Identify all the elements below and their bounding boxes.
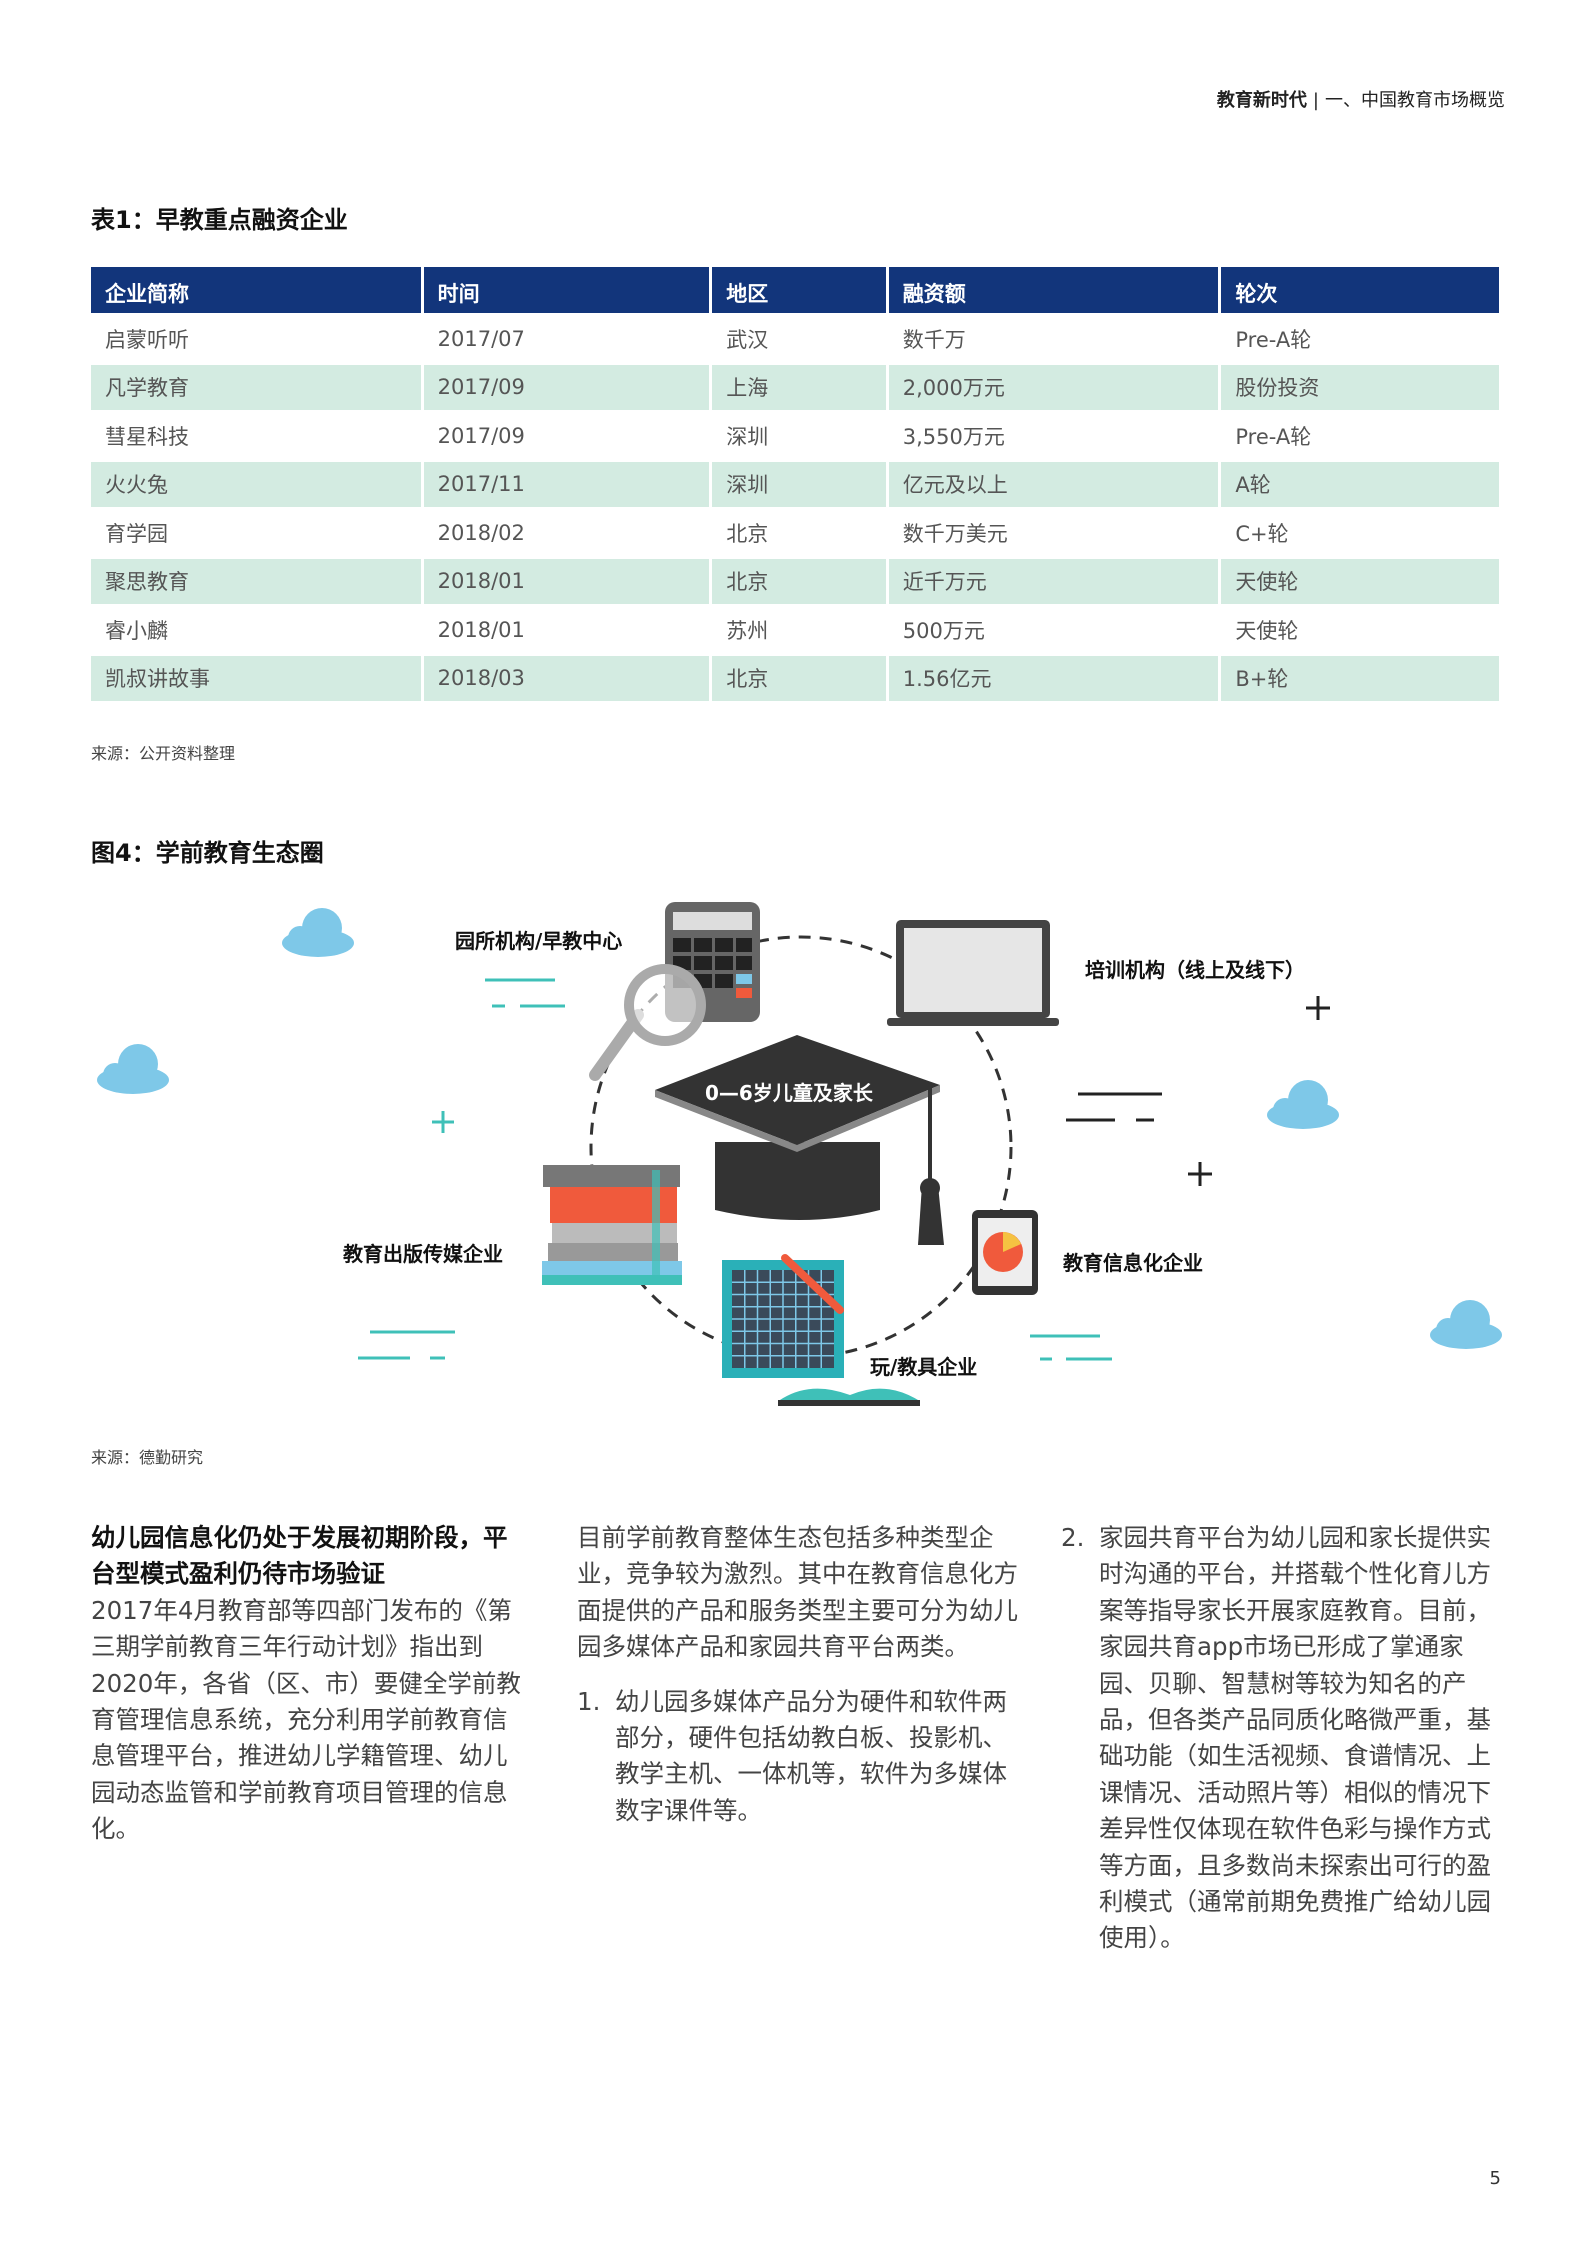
plus-icon: [1306, 996, 1330, 1020]
table-cell: C+轮: [1221, 507, 1499, 556]
magnifier-icon: [589, 964, 706, 1081]
table-cell: 数千万: [888, 313, 1219, 362]
label-informatization: 教育信息化企业: [1063, 1251, 1203, 1275]
table-cell: 股份投资: [1221, 361, 1499, 410]
table-cell: 深圳: [712, 458, 886, 507]
table-cell: 2017/07: [423, 313, 710, 362]
table-cell: 深圳: [712, 410, 886, 459]
table-cell: 2,000万元: [888, 361, 1219, 410]
column-2: 目前学前教育整体生态包括多种类型企业，竞争较为激烈。其中在教育信息化方面提供的产…: [577, 1520, 1022, 1829]
table-cell: 凡学教育: [91, 361, 421, 410]
column-header: 轮次: [1221, 267, 1499, 313]
label-training: 培训机构（线上及线下）: [1085, 958, 1305, 982]
table-title: 表1：早教重点融资企业: [91, 206, 348, 234]
list-number: 1.: [577, 1686, 601, 1716]
table-cell: 数千万美元: [888, 507, 1219, 556]
figure-title: 图4：学前教育生态圈: [91, 839, 324, 867]
table-cell: 2017/09: [423, 361, 710, 410]
graduation-cap-icon: [655, 1035, 944, 1245]
table-cell: Pre-A轮: [1221, 313, 1499, 362]
table-cell: 火火兔: [91, 458, 421, 507]
cloud-icon: [1267, 1080, 1339, 1129]
plus-icon: [432, 1111, 454, 1133]
list-item: 1. 幼儿园多媒体产品分为硬件和软件两部分，硬件包括幼教白板、投影机、教学主机、一…: [577, 1684, 1022, 1830]
table-cell: 育学园: [91, 507, 421, 556]
ecosystem-ring: [589, 935, 1013, 1359]
ecosystem-illustration: [97, 902, 1502, 1406]
table-cell: 2017/09: [423, 410, 710, 459]
label-center: 0—6岁儿童及家长: [705, 1081, 873, 1105]
list-item: 2. 家园共育平台为幼儿园和家长提供实时沟通的平台，并搭载个性化育儿方案等指导家长…: [1061, 1520, 1511, 1957]
column-1: 幼儿园信息化仍处于发展初期阶段，平台型模式盈利仍待市场验证 2017年4月教育部…: [91, 1520, 531, 1848]
table-cell: 1.56亿元: [888, 652, 1219, 701]
table-cell: 北京: [712, 555, 886, 604]
decorative-lines: [1066, 1092, 1162, 1122]
header-chapter: 一、中国教育市场概览: [1325, 90, 1505, 111]
column-header: 融资额: [888, 267, 1219, 313]
table-cell: B+轮: [1221, 652, 1499, 701]
table-cell: 近千万元: [888, 555, 1219, 604]
label-publishing: 教育出版传媒企业: [343, 1242, 503, 1266]
table-cell: 2018/02: [423, 507, 710, 556]
table-cell: 天使轮: [1221, 604, 1499, 653]
decorative-lines: [358, 978, 1112, 1361]
laptop-icon: [887, 920, 1059, 1026]
list-text: 家园共育平台为幼儿园和家长提供实时沟通的平台，并搭载个性化育儿方案等指导家长开展…: [1099, 1523, 1491, 1953]
column-header: 企业简称: [91, 267, 421, 313]
label-kindergarten: 园所机构/早教中心: [455, 929, 623, 953]
table-cell: 2017/11: [423, 458, 710, 507]
header-separator: |: [1312, 90, 1319, 111]
table-cell: 凯叔讲故事: [91, 652, 421, 701]
table-cell: 睿小麟: [91, 604, 421, 653]
running-header: 教育新时代| 一、中国教育市场概览: [1217, 86, 1505, 112]
table-cell: 聚思教育: [91, 555, 421, 604]
table-cell: 500万元: [888, 604, 1219, 653]
table-cell: 3,550万元: [888, 410, 1219, 459]
label-toys: 玩/教具企业: [870, 1355, 978, 1379]
column-3: 2. 家园共育平台为幼儿园和家长提供实时沟通的平台，并搭载个性化育儿方案等指导家长…: [1061, 1520, 1511, 1957]
header-section: 教育新时代: [1216, 90, 1307, 111]
cloud-icon: [1430, 1300, 1502, 1349]
section-heading: 幼儿园信息化仍处于发展初期阶段，平台型模式盈利仍待市场验证: [91, 1523, 508, 1589]
page-number: 5: [1489, 2168, 1501, 2189]
table-cell: Pre-A轮: [1221, 410, 1499, 459]
table-cell: 武汉: [712, 313, 886, 362]
table-cell: 北京: [712, 507, 886, 556]
list-text: 幼儿园多媒体产品分为硬件和软件两部分，硬件包括幼教白板、投影机、教学主机、一体机…: [615, 1686, 1007, 1825]
column-header: 时间: [423, 267, 710, 313]
open-book-icon: [778, 1388, 920, 1406]
toy-grid-board-icon: [722, 1254, 844, 1378]
cloud-icon: [282, 908, 354, 957]
table-cell: 彗星科技: [91, 410, 421, 459]
table-cell: 上海: [712, 361, 886, 410]
table-cell: 2018/03: [423, 652, 710, 701]
table-cell: 2018/01: [423, 555, 710, 604]
figure-source: 来源：德勤研究: [91, 1448, 204, 1467]
cloud-icon: [97, 1044, 169, 1094]
table-cell: A轮: [1221, 458, 1499, 507]
table-cell: 2018/01: [423, 604, 710, 653]
table-cell: 北京: [712, 652, 886, 701]
table-cell: 苏州: [712, 604, 886, 653]
table-cell: 亿元及以上: [888, 458, 1219, 507]
column-header: 地区: [712, 267, 886, 313]
table-cell: 天使轮: [1221, 555, 1499, 604]
paragraph: 2017年4月教育部等四部门发布的《第三期学前教育三年行动计划》指出到2020年…: [91, 1595, 521, 1844]
table-source: 来源：公开资料整理: [91, 744, 236, 763]
table-cell: 启蒙听听: [91, 313, 421, 362]
paragraph: 目前学前教育整体生态包括多种类型企业，竞争较为激烈。其中在教育信息化方面提供的产…: [577, 1523, 1018, 1662]
list-number: 2.: [1061, 1523, 1085, 1552]
books-icon: [542, 1165, 682, 1285]
tablet-chart-icon: [972, 1210, 1038, 1295]
plus-icon: [1188, 1162, 1212, 1186]
